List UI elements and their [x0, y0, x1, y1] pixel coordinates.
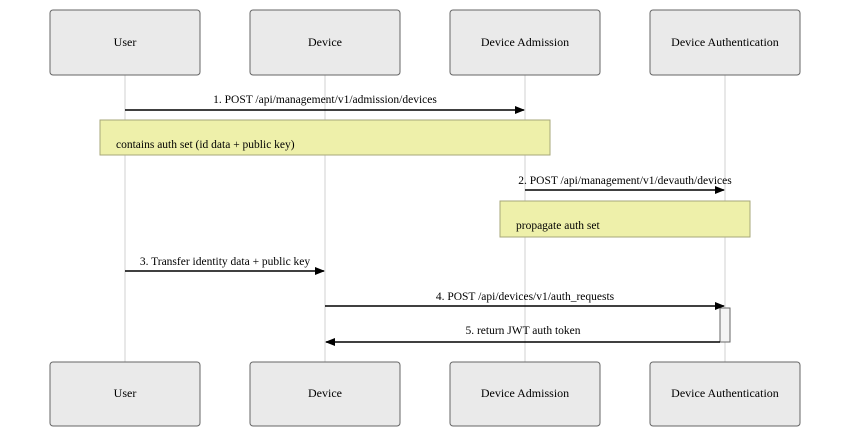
note-text: propagate auth set	[516, 220, 600, 232]
message-label: 3. Transfer identity data + public key	[140, 256, 311, 268]
actor-top-user: User	[49, 9, 201, 76]
message-label: 5. return JWT auth token	[465, 325, 580, 337]
message-1: 1. POST /api/management/v1/admission/dev…	[125, 94, 525, 114]
message-label: 1. POST /api/management/v1/admission/dev…	[213, 94, 437, 106]
actor-label: Device	[308, 386, 342, 400]
note-text: contains auth set (id data + public key)	[116, 139, 295, 151]
message-5: 5. return JWT auth token	[325, 325, 720, 346]
message-label: 2. POST /api/management/v1/devauth/devic…	[518, 175, 732, 187]
actor-label: User	[114, 35, 137, 49]
actor-bottom-user: User	[49, 361, 201, 427]
actor-label: Device	[308, 35, 342, 49]
actor-label: User	[114, 386, 137, 400]
note-2: propagate auth set	[499, 200, 751, 238]
actor-top-device: Device	[249, 9, 401, 76]
message-2: 2. POST /api/management/v1/devauth/devic…	[518, 175, 732, 194]
actor-label: Device Authentication	[671, 386, 779, 400]
actor-label: Device Admission	[481, 386, 569, 400]
actor-top-device-admission: Device Admission	[449, 9, 601, 76]
actor-label: Device Admission	[481, 35, 569, 49]
message-4: 4. POST /api/devices/v1/auth_requests	[325, 291, 725, 310]
actor-bottom-device: Device	[249, 361, 401, 427]
actor-label: Device Authentication	[671, 35, 779, 49]
message-label: 4. POST /api/devices/v1/auth_requests	[436, 291, 615, 303]
note-1: contains auth set (id data + public key)	[99, 119, 551, 156]
actor-top-device-authentication: Device Authentication	[649, 9, 801, 76]
message-3: 3. Transfer identity data + public key	[125, 256, 325, 275]
actor-bottom-device-authentication: Device Authentication	[649, 361, 801, 427]
actor-bottom-device-admission: Device Admission	[449, 361, 601, 427]
activation-bar	[719, 307, 731, 343]
